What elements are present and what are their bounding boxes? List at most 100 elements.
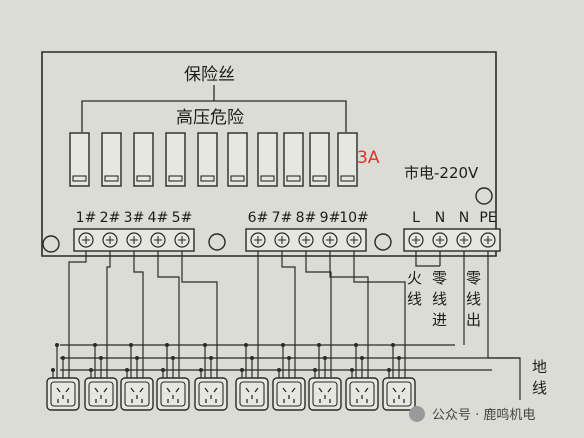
fuse [337,132,358,187]
junction-dot [209,356,213,360]
ground-label-1: 地 [532,358,547,376]
terminal-label: PE [479,210,496,226]
socket-row [46,377,416,411]
watermark-text: 公众号 · 鹿鸣机电 [432,407,535,423]
junction-dot [360,356,364,360]
junction-dot [287,356,291,360]
junction-dot [135,356,139,360]
junction-dot [387,368,391,372]
socket [235,377,269,411]
mount-hole-right [374,233,392,251]
terminal-screw [150,232,166,248]
wire-labels: 火 线 零 线 进 零 线 出 地 线 [407,269,547,397]
wire [281,251,296,378]
junction-dot [240,368,244,372]
junction-dot [354,343,358,347]
terminal-label: 8# [296,210,317,226]
fuse [133,132,154,187]
junction-dot [281,343,285,347]
junction-dot [203,343,207,347]
socket [194,377,228,411]
wire [415,251,440,267]
terminal-screw [432,232,448,248]
terminal-label: 10# [339,210,369,226]
terminal-screw [298,232,314,248]
junction-dot [313,368,317,372]
terminal-label: 5# [172,210,193,226]
junction-dot [199,368,203,372]
junction-dot [250,356,254,360]
neutral-in-label-2: 线 [432,290,447,308]
wiring [52,251,521,400]
junction-dots [51,343,401,372]
terminal-screw [480,232,496,248]
mount-hole-left [42,235,60,253]
fuse-label: 保险丝 [184,65,235,85]
socket [345,377,379,411]
fuse [283,132,304,187]
fuse [227,132,248,187]
wire [305,251,332,378]
fuse [309,132,330,187]
terminal-screw [274,232,290,248]
terminal-label: 3# [124,210,145,226]
terminal-label: 2# [100,210,121,226]
wechat-icon [409,406,425,422]
fuse-bracket [81,85,347,132]
distribution-panel [41,51,497,257]
neutral-in-label-3: 进 [432,311,447,329]
junction-dot [125,368,129,372]
terminal-screw [78,232,94,248]
junction-dot [161,368,165,372]
junction-dot [350,368,354,372]
neutral-out-label-2: 线 [466,290,481,308]
socket [46,377,80,411]
wire [487,251,521,400]
watermark: 公众号 · 鹿鸣机电 [409,406,535,423]
junction-dot [244,343,248,347]
terminal-screw [102,232,118,248]
fuse [101,132,122,187]
junction-dot [61,356,65,360]
fuse-row [69,132,358,187]
terminal-screw [346,232,362,248]
socket [382,377,416,411]
junction-dot [99,356,103,360]
terminal-screw [250,232,266,248]
junction-dot [165,343,169,347]
junction-dot [129,343,133,347]
fuse [257,132,278,187]
socket [120,377,154,411]
terminal-label: 1# [76,210,97,226]
junction-dot [51,368,55,372]
junction-dot [391,343,395,347]
terminal-block [403,228,501,252]
wire [133,251,144,378]
terminal-label: N [435,210,445,226]
terminal-screw [322,232,338,248]
fuse-rating: 3A [357,148,380,168]
panel-labels: 保险丝 高压危险 3A 市电-220V [176,65,479,182]
socket [156,377,190,411]
fuse [197,132,218,187]
wire [106,251,111,378]
ground-label-2: 线 [532,379,547,397]
neutral-out-label-1: 零 [466,269,481,287]
junction-dot [89,368,93,372]
junction-dot [277,368,281,372]
terminal-label: 4# [148,210,169,226]
fuse [69,132,90,187]
junction-dot [397,356,401,360]
warning-label: 高压危险 [176,108,244,128]
terminal-label: 9# [320,210,341,226]
terminal-screw [126,232,142,248]
neutral-in-label-1: 零 [432,269,447,287]
socket [84,377,118,411]
junction-dot [171,356,175,360]
junction-dot [55,343,59,347]
live-label-2: 线 [407,290,422,308]
mains-label: 市电-220V [404,164,479,182]
wire [181,251,218,378]
